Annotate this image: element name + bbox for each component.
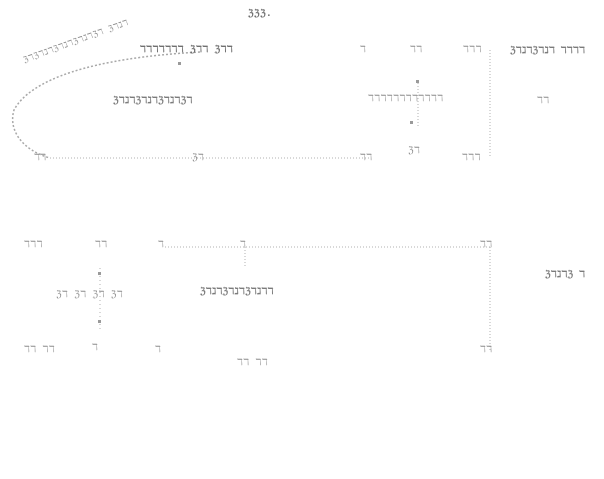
top-header-left: ℸℸℸℸℸℸℸ ℨℸℸ ℨℸℸ (140, 45, 234, 55)
bottom-left-label: ℸℸℸ (24, 240, 43, 250)
bottom-box-center: ℨℸℷℸℨℸℷℸℨℸℷℸℸ (200, 287, 274, 297)
top-side-block: ℨℸℷℸℨℸℷℸ ℸℸℸℸ (510, 46, 586, 56)
top-center-node-low (410, 121, 413, 124)
bottom-rail-mid: ℸ (240, 240, 247, 250)
bottom-arrow-mark: ℸ (92, 343, 99, 353)
top-corner-value: ℸℸℸ (462, 153, 481, 163)
bottom-center-bottom: ℸℸ ℸℸ (237, 358, 269, 368)
top-center-value: ℨℸ (408, 146, 421, 156)
top-axis-right: ℸℸ (360, 153, 373, 163)
bottom-chain-label: ℨℸ ℨℸ ℨℸ ℨℸ (56, 290, 124, 300)
top-header-tick (178, 62, 181, 65)
bottom-rail-start: ℸ (158, 240, 165, 250)
top-col-marker-3: ℸℸℸ (463, 45, 482, 55)
bottom-rail-low-start: ℸ (155, 345, 162, 355)
top-axis-mid: ℨℸ (192, 153, 205, 163)
bottom-left-mark: ℸℸ (95, 240, 108, 250)
top-arc (11, 51, 201, 159)
bottom-rail-end-bottom: ℸℸ (480, 345, 493, 355)
bottom-node-upper (98, 272, 101, 275)
bottom-node-lower (98, 320, 101, 323)
bottom-side-block: ℨℸℷℸℨ ℸ (545, 270, 586, 280)
top-axis-start: ℸℸ (34, 153, 47, 163)
top-col-marker-1: ℸ (360, 45, 367, 55)
bottom-left-bottom: ℸℸ ℸℸ (24, 345, 56, 355)
top-side-sub: ℸℸ (537, 96, 550, 106)
top-center-node (416, 80, 419, 83)
top-title: ℨℨℨ. (248, 9, 273, 19)
top-box-left: ℨℸℷℸℨℸℷℸℨℸℷℸℨℸ (113, 96, 193, 106)
top-col-marker-2: ℸℸ (410, 45, 423, 55)
bottom-rail-end-top: ℸℸ (480, 240, 493, 250)
top-center-caption: ℸℸℸℸℸℸℸℸℸℸℸℸ (368, 94, 444, 104)
